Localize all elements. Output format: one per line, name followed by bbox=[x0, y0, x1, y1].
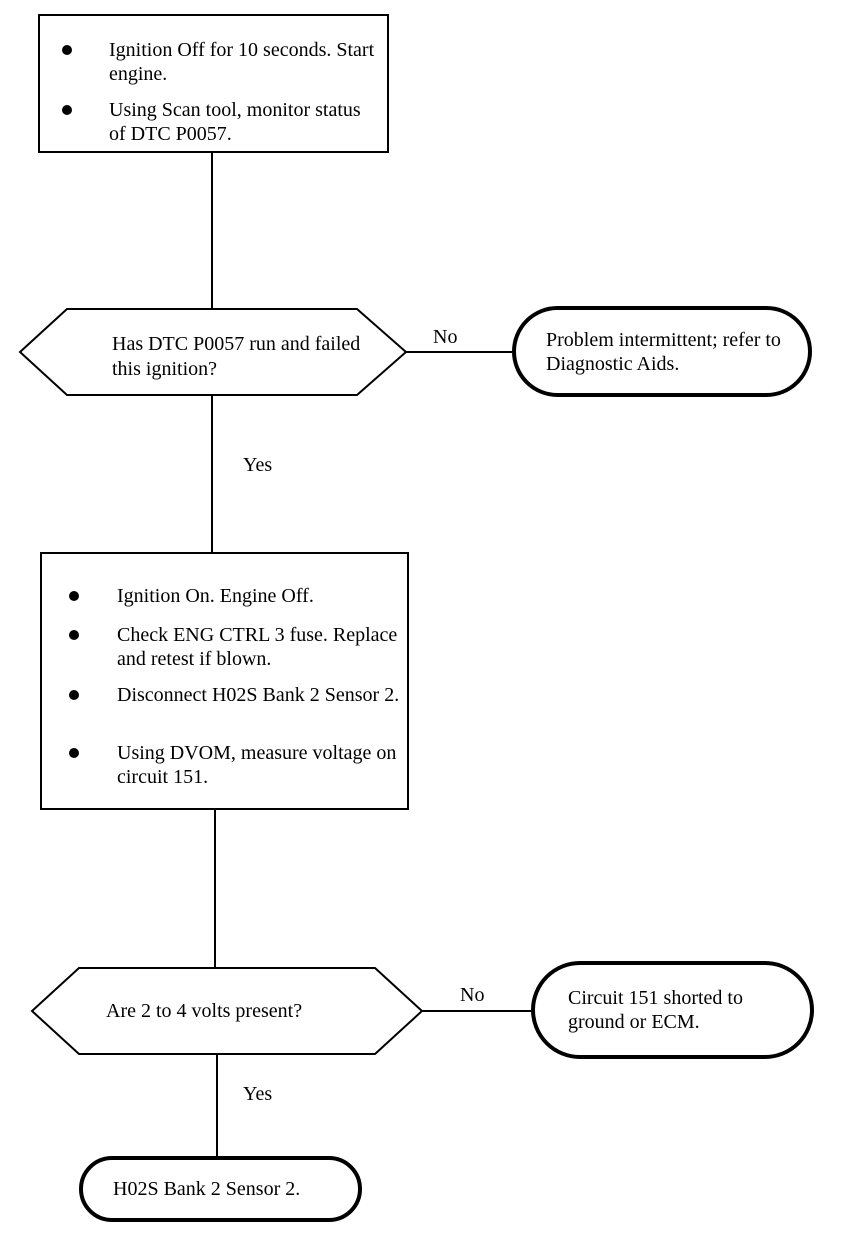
decision2-no-label: No bbox=[460, 984, 485, 1006]
decision1-question: Has DTC P0057 run and failed this igniti… bbox=[112, 333, 361, 380]
step-box-1-item: Ignition Off for 10 seconds. Start engin… bbox=[62, 38, 379, 86]
terminal-problem-intermittent: Problem intermittent; refer to Diagnosti… bbox=[512, 306, 812, 397]
step-text: Disconnect H02S Bank 2 Sensor 2. bbox=[117, 684, 400, 706]
decision1-no-label: No bbox=[433, 326, 458, 348]
step-box-2-item: Check ENG CTRL 3 fuse. Replace and retes… bbox=[69, 623, 402, 671]
step-box-2-item: Using DVOM, measure voltage on circuit 1… bbox=[69, 741, 402, 789]
step-text: Ignition Off for 10 seconds. Start engin… bbox=[109, 39, 375, 85]
bullet-icon bbox=[69, 591, 79, 601]
bullet-icon bbox=[69, 630, 79, 640]
step-box-2-item: Ignition On. Engine Off. bbox=[69, 584, 402, 608]
step-box-1-item: Using Scan tool, monitor status of DTC P… bbox=[62, 98, 379, 146]
bullet-icon bbox=[69, 690, 79, 700]
step-box-1: Ignition Off for 10 seconds. Start engin… bbox=[38, 14, 389, 153]
decision2-question: Are 2 to 4 volts present? bbox=[106, 1000, 303, 1022]
bullet-icon bbox=[62, 105, 72, 115]
decision1-yes-label: Yes bbox=[243, 454, 273, 476]
step-text: Using Scan tool, monitor status of DTC P… bbox=[109, 99, 361, 145]
terminal-circuit-shorted: Circuit 151 shorted to ground or ECM. bbox=[531, 961, 814, 1059]
bullet-icon bbox=[69, 748, 79, 758]
step-text: Check ENG CTRL 3 fuse. Replace and retes… bbox=[117, 624, 398, 670]
step-box-2: Ignition On. Engine Off. Check ENG CTRL … bbox=[40, 552, 409, 810]
step-text: Ignition On. Engine Off. bbox=[117, 585, 314, 607]
bullet-icon bbox=[62, 45, 72, 55]
terminal1-text: Problem intermittent; refer to Diagnosti… bbox=[546, 328, 781, 375]
step-text: Using DVOM, measure voltage on circuit 1… bbox=[117, 742, 397, 788]
terminal2-text: Circuit 151 shorted to ground or ECM. bbox=[568, 987, 743, 1033]
terminal3-text: H02S Bank 2 Sensor 2. bbox=[113, 1178, 301, 1200]
terminal-h02s-sensor: H02S Bank 2 Sensor 2. bbox=[79, 1156, 362, 1222]
decision2-yes-label: Yes bbox=[243, 1083, 273, 1105]
step-box-2-item: Disconnect H02S Bank 2 Sensor 2. bbox=[69, 683, 402, 707]
